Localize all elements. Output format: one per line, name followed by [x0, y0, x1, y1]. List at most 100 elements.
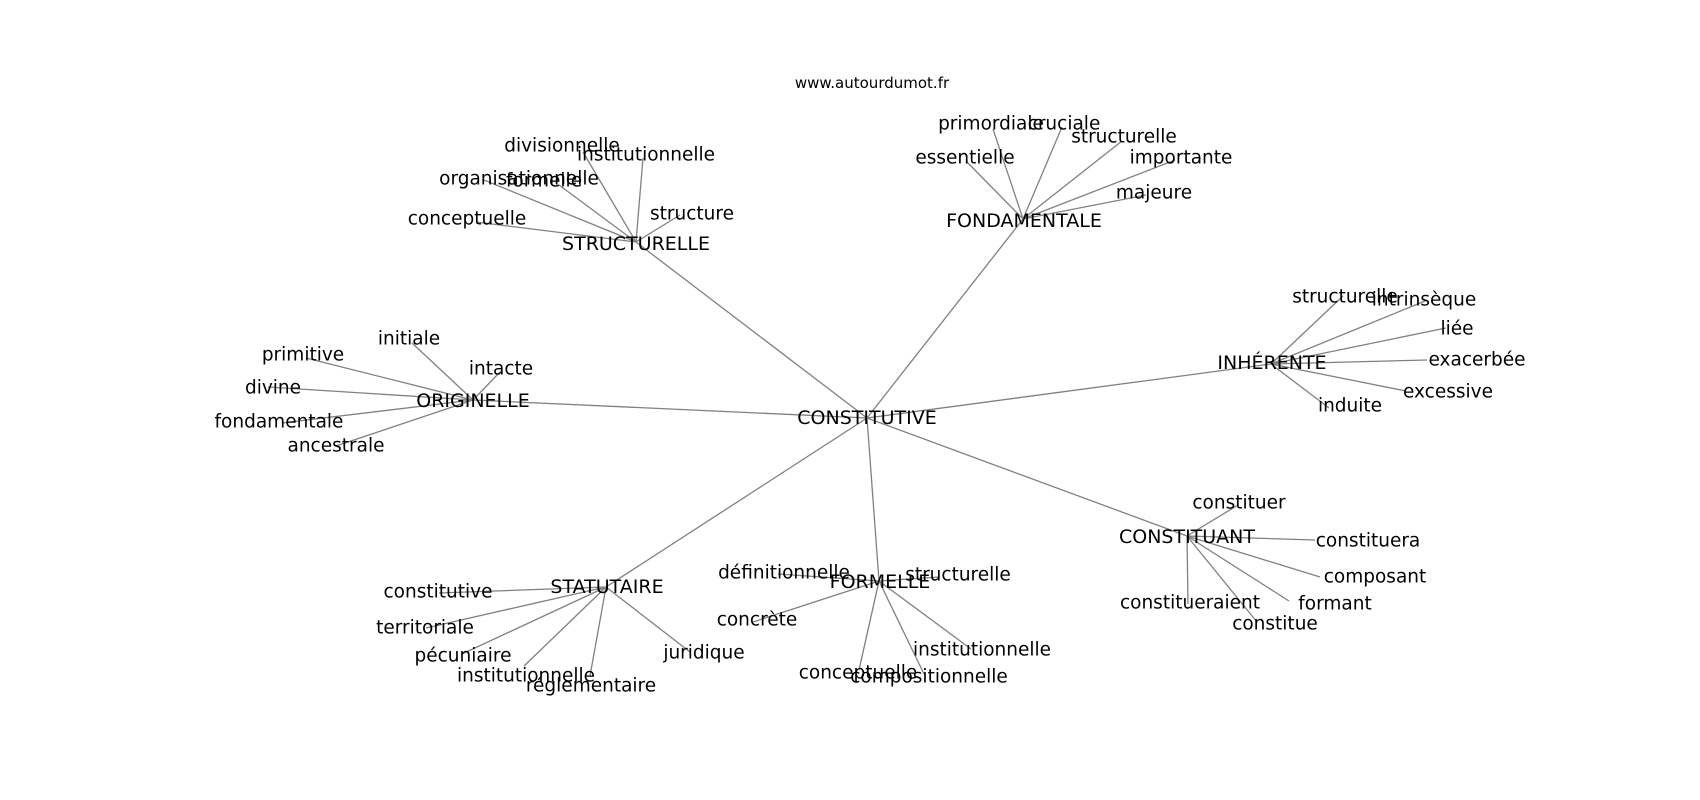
leaf-edge-formelle-4 — [858, 580, 880, 671]
label-layer: www.autourdumot.fr CONSTITUTIVE STRUCTURE… — [215, 74, 1526, 697]
site-url[interactable]: www.autourdumot.fr — [795, 74, 950, 92]
leaf-edge-originelle-4 — [281, 399, 474, 424]
leaf-node-constituant-2[interactable]: composant — [1324, 567, 1427, 588]
leaf-node-fondamentale-2[interactable]: structurelle — [1071, 127, 1177, 148]
leaf-node-originelle-4[interactable]: fondamentale — [215, 412, 344, 433]
root-edge-fondamentale — [866, 218, 1024, 419]
leaf-edge-formelle-5 — [878, 580, 925, 675]
leaf-edge-inherente-1 — [1270, 300, 1426, 365]
leaf-node-statutaire-5[interactable]: réglementaire — [526, 676, 656, 697]
leaf-node-fondamentale-3[interactable]: essentielle — [915, 148, 1014, 169]
leaf-node-structurelle-3[interactable]: formelle — [506, 171, 582, 192]
leaf-edge-originelle-3 — [267, 386, 474, 401]
leaf-edge-constituant-1 — [1186, 535, 1316, 541]
hub-node-formelle[interactable]: FORMELLE — [830, 571, 931, 593]
leaf-node-constituant-1[interactable]: constituera — [1316, 531, 1421, 552]
leaf-edge-structurelle-3 — [558, 184, 637, 243]
leaf-node-formelle-3[interactable]: institutionnelle — [913, 640, 1051, 661]
leaf-edge-statutaire-4 — [523, 586, 607, 667]
leaf-edge-originelle-2 — [472, 371, 501, 401]
leaf-edge-statutaire-3 — [605, 586, 691, 653]
leaf-node-fondamentale-1[interactable]: cruciale — [1028, 114, 1101, 135]
leaf-edge-constituant-2 — [1186, 535, 1321, 578]
leaf-edge-inherente-2 — [1270, 327, 1447, 365]
leaf-edge-statutaire-1 — [425, 586, 607, 629]
leaf-edge-inherente-3 — [1270, 359, 1428, 365]
root-edge-inherente — [866, 363, 1272, 419]
leaf-edge-structurelle-5 — [475, 221, 637, 243]
leaf-node-constituant-4[interactable]: constitueraient — [1120, 593, 1260, 614]
root-edge-originelle — [472, 399, 868, 419]
edge-layer — [267, 126, 1447, 677]
root-edge-constituant — [866, 417, 1188, 537]
leaf-node-originelle-0[interactable]: initiale — [378, 329, 440, 350]
leaf-node-constituant-5[interactable]: constitue — [1232, 614, 1318, 635]
leaf-node-statutaire-3[interactable]: juridique — [662, 643, 744, 664]
hub-node-constituant[interactable]: CONSTITUANT — [1119, 526, 1255, 548]
leaf-edge-constituant-0 — [1186, 504, 1239, 537]
leaf-node-formelle-1[interactable]: structurelle — [905, 565, 1011, 586]
leaf-edge-fondamentale-3 — [966, 161, 1024, 220]
leaf-node-originelle-5[interactable]: ancestrale — [288, 436, 385, 457]
leaf-edge-originelle-1 — [305, 357, 474, 401]
leaf-node-inherente-3[interactable]: exacerbée — [1428, 350, 1525, 371]
leaf-edge-structurelle-0 — [582, 151, 637, 243]
leaf-node-inherente-2[interactable]: liée — [1440, 319, 1473, 340]
leaf-node-inherente-4[interactable]: excessive — [1403, 382, 1493, 403]
leaf-node-inherente-0[interactable]: structurelle — [1292, 287, 1398, 308]
leaf-edge-statutaire-5 — [589, 586, 607, 677]
leaf-edge-formelle-1 — [878, 576, 940, 582]
leaf-edge-formelle-0 — [777, 573, 880, 582]
leaf-edge-constituant-5 — [1186, 535, 1258, 623]
leaf-edge-originelle-5 — [335, 399, 474, 447]
hub-node-originelle[interactable]: ORIGINELLE — [416, 390, 529, 412]
leaf-edge-fondamentale-5 — [1022, 194, 1147, 220]
leaf-edge-inherente-0 — [1270, 295, 1344, 365]
leaf-node-structurelle-1[interactable]: institutionnelle — [577, 145, 715, 166]
leaf-node-originelle-2[interactable]: intacte — [469, 359, 533, 380]
leaf-node-statutaire-1[interactable]: territoriale — [376, 618, 474, 639]
leaf-edge-formelle-3 — [878, 580, 972, 650]
leaf-node-structurelle-0[interactable]: divisionnelle — [504, 136, 620, 157]
leaf-edge-fondamentale-4 — [1022, 159, 1176, 220]
leaf-node-formelle-2[interactable]: concrète — [717, 610, 798, 631]
leaf-node-fondamentale-5[interactable]: majeure — [1116, 183, 1192, 204]
leaf-node-fondamentale-4[interactable]: importante — [1130, 148, 1233, 169]
root-edge-structurelle — [635, 241, 868, 419]
leaf-node-inherente-5[interactable]: induite — [1318, 396, 1382, 417]
leaf-node-statutaire-0[interactable]: constitutive — [384, 582, 493, 603]
leaf-edge-originelle-0 — [411, 342, 474, 401]
leaf-edge-structurelle-4 — [635, 214, 681, 243]
hub-node-structurelle[interactable]: STRUCTURELLE — [562, 233, 710, 255]
leaf-edge-inherente-5 — [1270, 363, 1330, 409]
leaf-node-formelle-4[interactable]: conceptuelle — [799, 663, 918, 684]
hub-node-fondamentale[interactable]: FONDAMENTALE — [946, 210, 1102, 232]
leaf-node-fondamentale-0[interactable]: primordiale — [938, 114, 1044, 135]
leaf-edge-structurelle-1 — [635, 157, 644, 243]
leaf-node-originelle-1[interactable]: primitive — [262, 345, 344, 366]
hub-node-statutaire[interactable]: STATUTAIRE — [550, 576, 663, 598]
root-node[interactable]: CONSTITUTIVE — [797, 407, 936, 429]
leaf-edge-fondamentale-1 — [1022, 126, 1063, 220]
leaf-node-formelle-0[interactable]: définitionnelle — [718, 563, 850, 584]
hub-node-inherente[interactable]: INHÉRENTE — [1217, 351, 1326, 374]
leaf-node-structurelle-5[interactable]: conceptuelle — [408, 209, 527, 230]
leaf-node-statutaire-2[interactable]: pécuniaire — [415, 646, 512, 667]
root-edge-formelle — [866, 417, 880, 582]
leaf-edge-structurelle-2 — [483, 179, 637, 243]
leaf-edge-fondamentale-2 — [1022, 140, 1123, 220]
leaf-node-constituant-3[interactable]: formant — [1298, 594, 1371, 615]
leaf-edge-statutaire-2 — [461, 586, 607, 655]
leaf-node-structurelle-4[interactable]: structure — [650, 204, 734, 225]
leaf-node-formelle-5[interactable]: compositionnelle — [850, 667, 1008, 688]
leaf-edge-fondamentale-0 — [992, 128, 1024, 220]
leaf-node-constituant-0[interactable]: constituer — [1192, 493, 1286, 514]
leaf-node-statutaire-4[interactable]: institutionnelle — [457, 666, 595, 687]
leaf-node-structurelle-2[interactable]: organisationnelle — [439, 169, 599, 190]
leaf-node-inherente-1[interactable]: intrinsèque — [1372, 290, 1476, 311]
leaf-edge-constituant-4 — [1186, 535, 1189, 605]
leaf-node-originelle-3[interactable]: divine — [245, 378, 301, 399]
leaf-edge-inherente-4 — [1270, 363, 1407, 392]
leaf-edge-constituant-3 — [1186, 535, 1290, 602]
